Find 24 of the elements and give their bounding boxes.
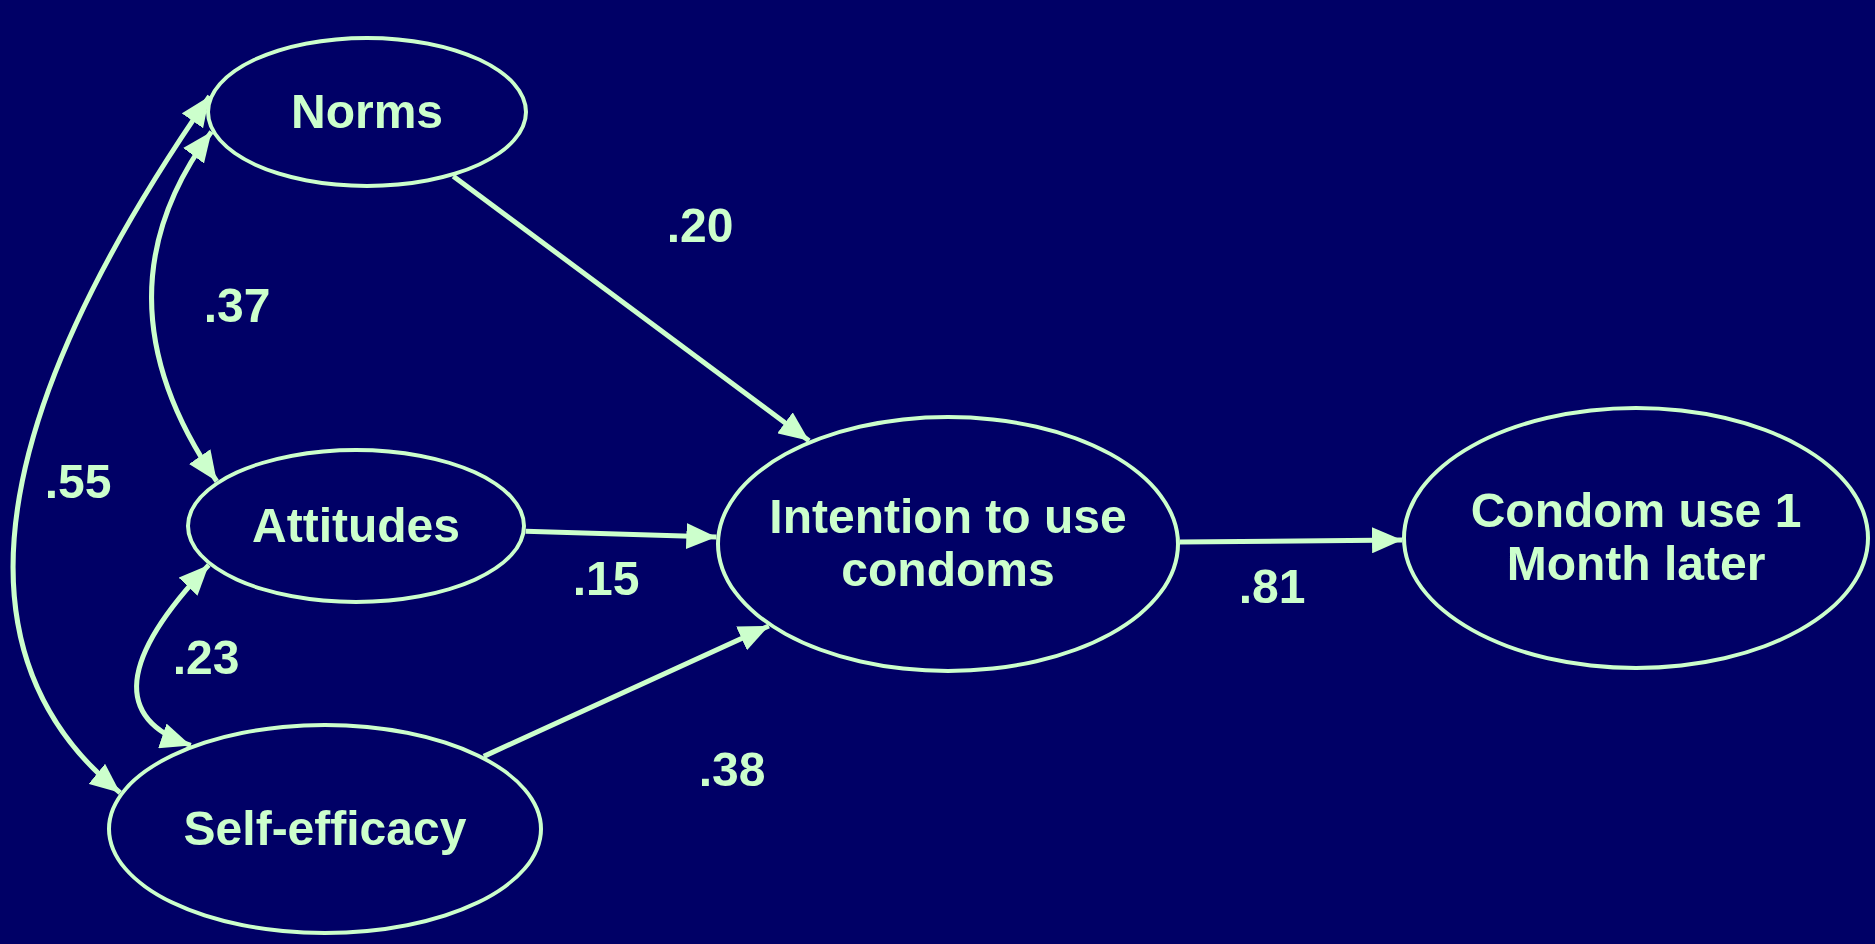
arrow [451,174,811,443]
arrow [525,523,717,550]
arrow [482,623,770,759]
ellipse-node [716,415,1180,673]
ellipse-node [186,448,526,604]
arrow [1179,527,1403,554]
edge-label: .55 [44,453,112,509]
ellipse-node [107,723,543,935]
node-label: Condom use 1 Month later [1469,485,1803,591]
node-label: Attitudes [252,499,460,553]
arrow [149,130,219,483]
edge-label: .37 [203,277,271,333]
node-label: Norms [290,85,443,139]
ellipse-node [1402,406,1870,670]
edge-label: .20 [666,197,734,253]
arrow [10,94,212,795]
edge-label: .15 [572,550,640,606]
edge-label: .38 [698,741,766,797]
node-label: Intention to use condoms [768,491,1128,597]
edge-label: .23 [172,629,240,685]
edge-label: .81 [1238,558,1306,614]
ellipse-node [206,36,528,188]
node-label: Self-efficacy [183,802,467,856]
arrow [134,563,211,748]
